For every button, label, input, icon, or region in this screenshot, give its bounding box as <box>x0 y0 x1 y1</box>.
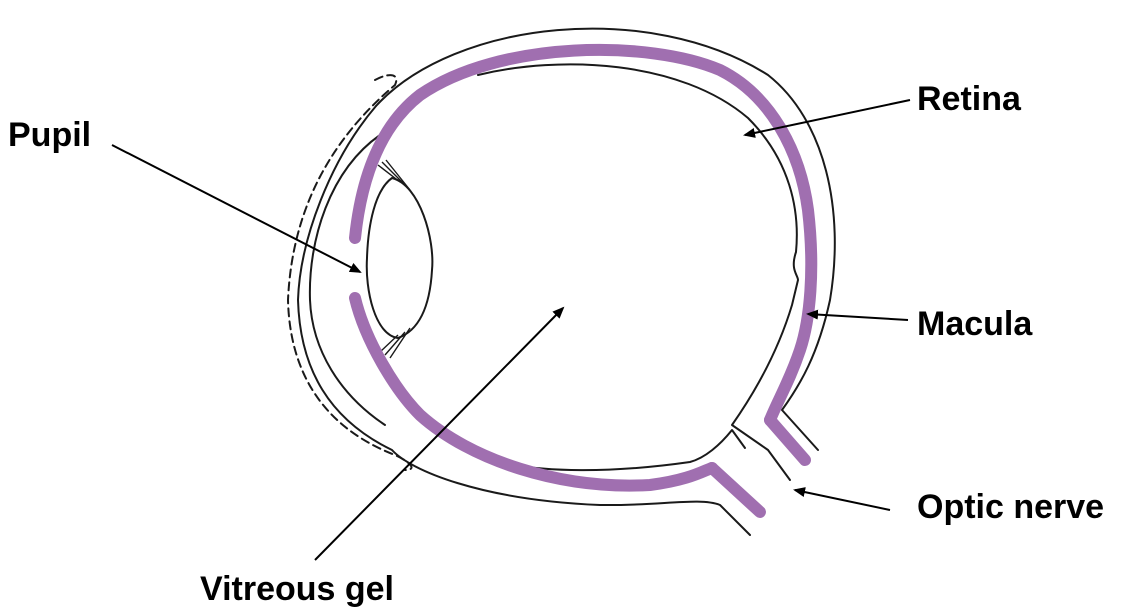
eyelid-dashed-outline <box>288 75 412 470</box>
macula-pointer-arrow <box>808 314 908 320</box>
zonule-fibers-lower <box>380 328 410 358</box>
vitreous-gel-label: Vitreous gel <box>200 570 394 608</box>
choroid-band-lower <box>355 298 712 486</box>
retina-label: Retina <box>917 80 1022 118</box>
cornea <box>310 135 385 425</box>
choroid-band-upper <box>355 50 811 420</box>
macula-label: Macula <box>917 305 1033 343</box>
choroid-band-upper-tail <box>770 420 805 460</box>
pupil-label: Pupil <box>8 116 91 154</box>
retina-inner-line <box>478 64 798 480</box>
optic-nerve-label: Optic nerve <box>917 488 1104 526</box>
lens <box>367 178 433 338</box>
vitreous-gel-pointer-arrow <box>315 308 563 560</box>
sclera-outline <box>376 29 835 450</box>
pupil-pointer-arrow <box>112 145 360 272</box>
optic-nerve-pointer-arrow <box>795 490 890 510</box>
